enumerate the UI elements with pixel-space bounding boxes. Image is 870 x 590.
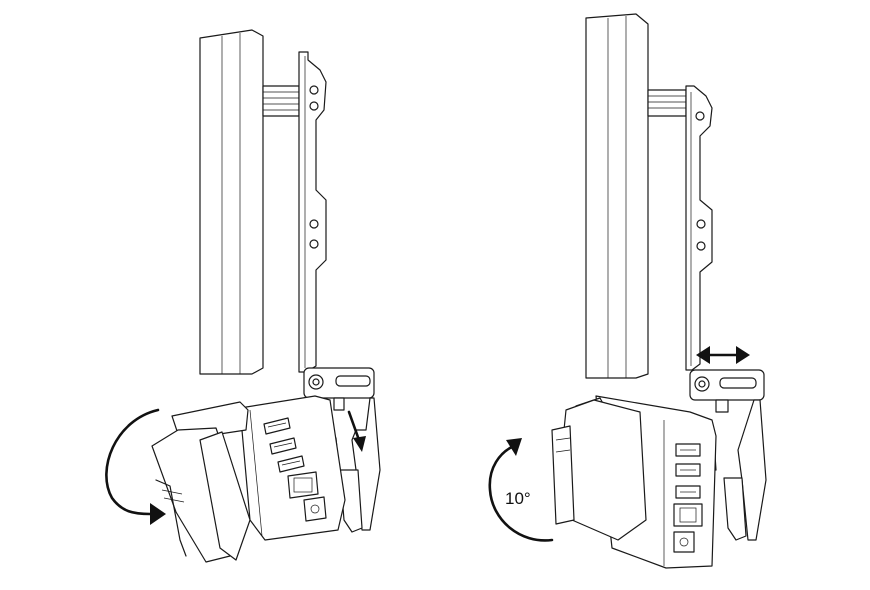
left-rotation-arrow bbox=[105, 408, 166, 525]
left-panel bbox=[105, 29, 381, 563]
angle-label: 10° bbox=[505, 489, 531, 508]
right-bracket-plate bbox=[685, 85, 713, 371]
left-dock-device bbox=[239, 395, 346, 541]
right-power-button bbox=[673, 531, 695, 553]
left-mount-block bbox=[262, 85, 300, 117]
left-hdmi-port-1 bbox=[263, 417, 291, 435]
left-monitor bbox=[199, 29, 264, 375]
left-bracket-plate bbox=[298, 51, 327, 373]
left-hdmi-port-2 bbox=[269, 437, 297, 455]
right-hinge bbox=[689, 369, 767, 541]
right-monitor bbox=[585, 13, 649, 379]
right-hdmi-port-3 bbox=[675, 485, 701, 499]
left-hinge bbox=[303, 367, 381, 533]
left-hdmi-port-3 bbox=[277, 455, 305, 473]
right-hdmi-port-2 bbox=[675, 463, 701, 477]
left-down-arrow bbox=[347, 410, 366, 452]
right-double-arrow bbox=[696, 346, 750, 364]
right-stand bbox=[551, 397, 647, 541]
left-power-button bbox=[303, 496, 327, 522]
left-stand bbox=[151, 401, 251, 563]
left-ethernet-port bbox=[287, 471, 319, 499]
right-panel: 10° bbox=[488, 13, 767, 569]
right-ethernet-port bbox=[673, 503, 703, 527]
right-hdmi-port-1 bbox=[675, 443, 701, 457]
right-mount-block bbox=[647, 89, 687, 117]
right-rotation-arrow bbox=[488, 438, 554, 542]
